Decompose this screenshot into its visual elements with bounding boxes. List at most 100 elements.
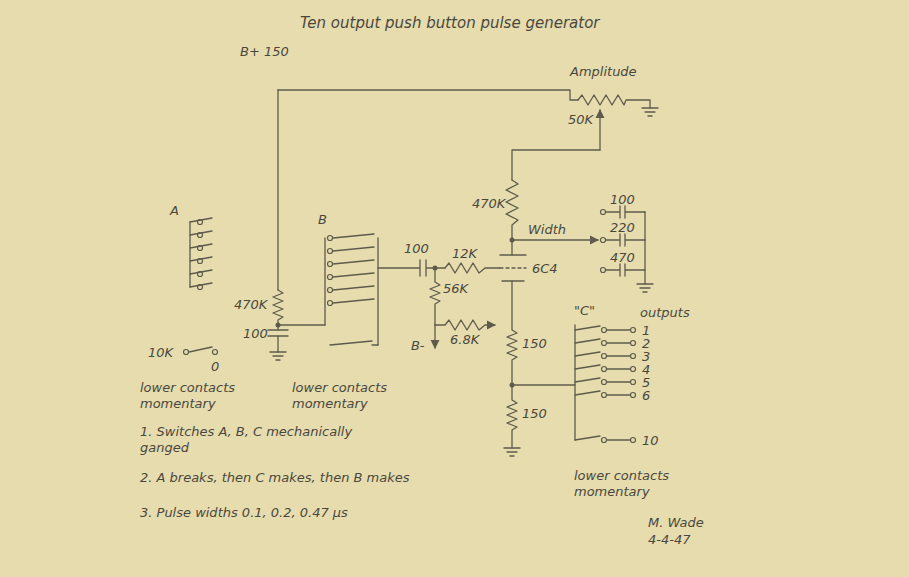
component-value: 470K (234, 297, 267, 313)
switch-label: Width (528, 222, 566, 238)
width-switch-arrow (512, 239, 598, 240)
component-value: 50K (568, 112, 593, 128)
switch-lever (575, 326, 600, 440)
output-terminal (631, 328, 636, 333)
switch-contact (328, 288, 333, 293)
switch-contact (601, 268, 606, 273)
component-value: 100 (404, 241, 429, 257)
component-value: 56K (443, 281, 468, 297)
switch-contact (602, 380, 607, 385)
switch-name: A (170, 203, 179, 219)
resistor-symbol (507, 385, 517, 448)
switch-contact (602, 328, 607, 333)
wire (377, 238, 378, 345)
triode-symbol (500, 255, 526, 281)
switch-contact (328, 275, 333, 280)
switch-lever (189, 347, 212, 352)
switch-contact (602, 354, 607, 359)
switch-contact (602, 341, 607, 346)
resistor-symbol (430, 268, 440, 325)
component-value: 10K (148, 345, 173, 361)
capacitor-symbol (606, 264, 645, 276)
switch-lever (190, 218, 212, 287)
date: 4-4-47 (648, 532, 690, 548)
component-value: 470 (610, 250, 635, 266)
diagram-title: Ten output push button pulse generator (300, 14, 600, 32)
potentiometer-symbol (578, 95, 650, 108)
output-terminal (631, 367, 636, 372)
output-number: 10 (642, 433, 659, 449)
wire (277, 90, 278, 290)
output-terminal (631, 380, 636, 385)
contact-number: 0 (211, 359, 219, 375)
ground-symbol (642, 108, 658, 116)
supply-arrow (434, 325, 435, 348)
supply-label: B- (411, 338, 424, 354)
wire (644, 212, 645, 284)
component-value: 150 (522, 336, 547, 352)
output-wire (607, 330, 630, 440)
outputs-heading: outputs (640, 305, 690, 321)
capacitor-symbol (606, 206, 645, 218)
component-value: 220 (610, 220, 635, 236)
tube-grid (500, 267, 526, 268)
tube-type: 6C4 (532, 261, 558, 277)
output-number: 6 (642, 388, 650, 404)
note: 3. Pulse widths 0.1, 0.2, 0.47 μs (140, 505, 460, 521)
ground-symbol (504, 448, 520, 456)
component-value: 150 (522, 406, 547, 422)
switch-contact (328, 249, 333, 254)
component-value: 100 (243, 326, 268, 342)
resistor-symbol (273, 290, 283, 330)
wire (512, 150, 600, 180)
ground-symbol (637, 284, 653, 292)
resistor-symbol (445, 263, 500, 273)
resistor-symbol (506, 180, 518, 255)
switch-name: B (318, 212, 327, 228)
switch-contact (328, 262, 333, 267)
capacitor-symbol (268, 330, 288, 352)
switch-a (184, 218, 218, 355)
switch-contact (602, 393, 607, 398)
capacitor-bank (601, 206, 654, 292)
switch-contact (328, 301, 333, 306)
wire (189, 222, 190, 287)
switch-contact (213, 350, 218, 355)
switch-contact (184, 350, 189, 355)
pot-label: Amplitude (570, 64, 637, 80)
tube-plate (500, 254, 526, 255)
switch-contact (601, 210, 606, 215)
switch-note: lower contacts momentary (574, 468, 694, 499)
wire (324, 238, 325, 325)
component-value: 470K (472, 196, 505, 212)
output-terminal (631, 354, 636, 359)
note: 2. A breaks, then C makes, then B makes (140, 470, 460, 486)
component-value: 6.8K (450, 332, 479, 348)
switch-note: lower contacts momentary (140, 380, 260, 411)
component-value: 100 (610, 192, 635, 208)
output-terminal (631, 341, 636, 346)
switch-contact (602, 438, 607, 443)
tube-cathode (502, 280, 524, 281)
output-terminal (631, 393, 636, 398)
switch-lever (333, 234, 374, 303)
resistor-symbol (435, 320, 495, 330)
switch-contact (328, 236, 333, 241)
ground-symbol (270, 352, 286, 360)
wiper-arrow (599, 110, 600, 150)
supply-label: B+ 150 (240, 44, 289, 60)
component-value: 12K (452, 246, 477, 262)
wire (278, 324, 325, 325)
output-terminal (631, 438, 636, 443)
switch-note: lower contacts momentary (292, 380, 412, 411)
switch-contact (602, 367, 607, 372)
switch-name: "C" (574, 303, 595, 319)
supply-wire (278, 90, 578, 100)
switch-lever (330, 341, 378, 345)
switch-b (325, 234, 378, 345)
resistor-symbol (507, 281, 575, 385)
switch-c (575, 325, 636, 443)
capacitor-symbol (606, 234, 645, 246)
switch-contact (601, 238, 606, 243)
